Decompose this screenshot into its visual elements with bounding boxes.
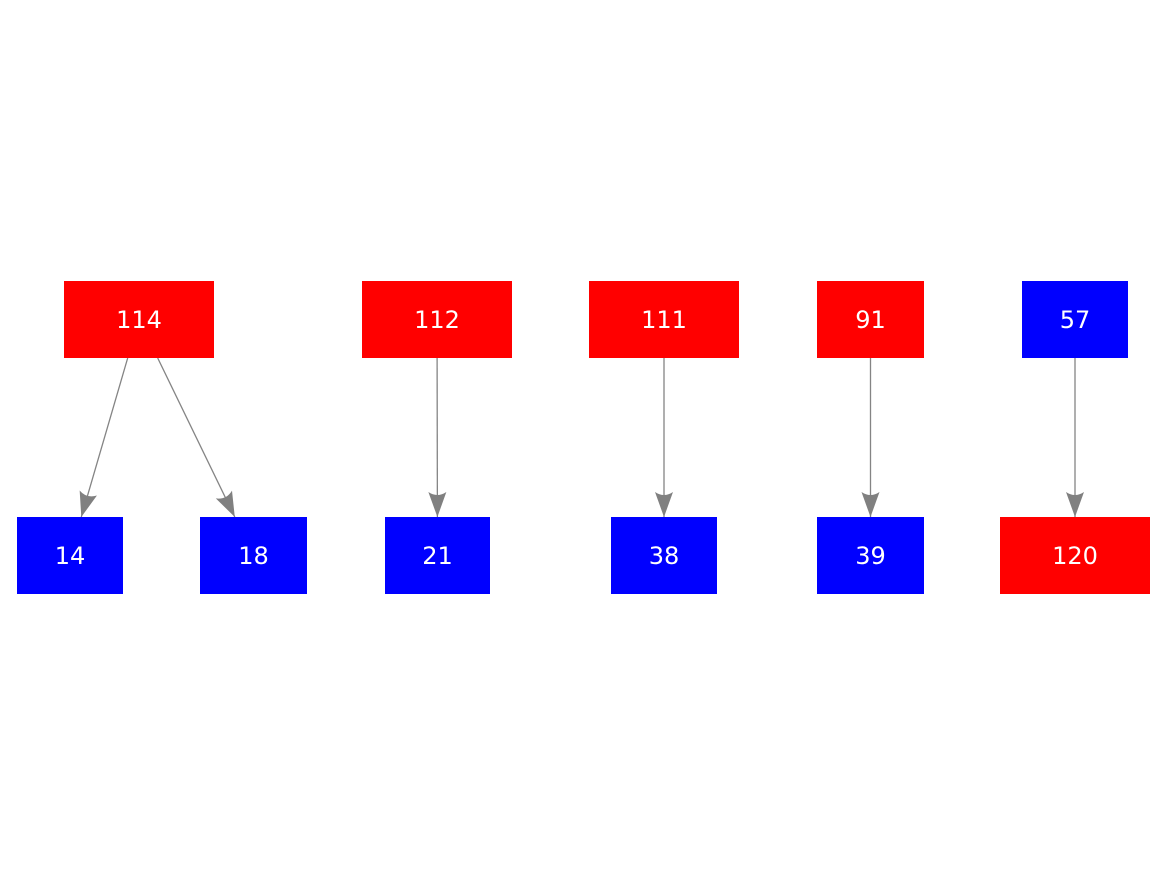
graph-node-label: 18 (238, 541, 269, 570)
graph-node-label: 111 (641, 305, 687, 334)
graph-node-label: 14 (54, 541, 86, 570)
graph-node-38: 38 (611, 517, 717, 594)
graph-node-label: 38 (648, 541, 680, 570)
graph-node-14: 14 (17, 517, 123, 594)
graph-node-label: 21 (422, 541, 453, 570)
graph-node-label: 114 (116, 305, 162, 334)
graph-node-label: 112 (414, 305, 460, 334)
graph-node-111: 111 (589, 281, 739, 358)
graph-node-57: 57 (1022, 281, 1128, 358)
graph-node-label: 57 (1059, 305, 1091, 334)
graph-node-label: 120 (1052, 541, 1098, 570)
edge-group (79, 357, 1084, 518)
graph-node-120: 120 (1000, 517, 1150, 594)
graph-node-21: 21 (385, 517, 490, 594)
graph-node-112: 112 (362, 281, 512, 358)
graph-node-18: 18 (200, 517, 307, 594)
graph-node-39: 39 (817, 517, 924, 594)
graph-node-114: 114 (64, 281, 214, 358)
graph-node-label: 91 (855, 305, 886, 334)
edge-arrow-114-to-18 (157, 357, 236, 518)
edge-arrow-114-to-14 (79, 357, 129, 518)
graph-node-label: 39 (855, 541, 886, 570)
graph-node-91: 91 (817, 281, 924, 358)
